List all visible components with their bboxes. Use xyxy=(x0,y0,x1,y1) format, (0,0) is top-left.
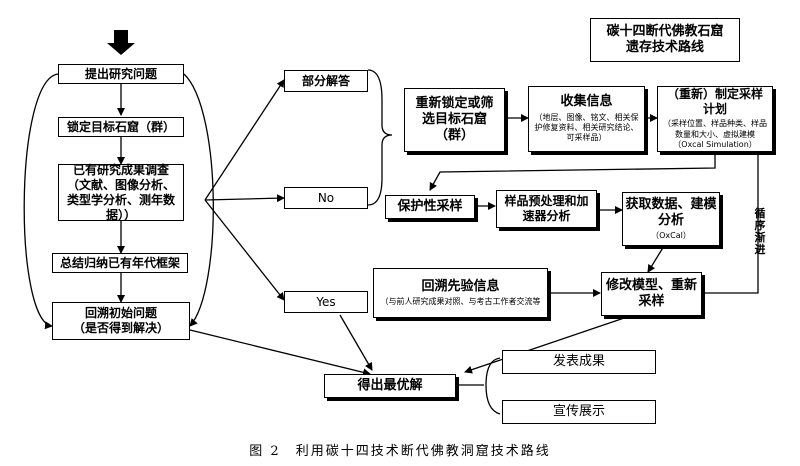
model-title: 获取数据、建模分析 xyxy=(625,196,717,228)
branch-yes-label: Yes xyxy=(316,294,336,309)
collect-detail: （地层、图像、铭文、相关保护修复资料、相关研究结论、可采样品） xyxy=(534,112,639,143)
review-detail: （与前人研究成果对照、与考古工作者交流等 xyxy=(380,296,541,306)
brace-partial-no xyxy=(367,69,393,206)
branch-partial-answer: 部分解答 xyxy=(284,70,368,92)
plan-title: （重新）制定采样计划 xyxy=(666,87,763,117)
step3-label: 已有研究成果调查（文献、图像分析、类型学分析、测年数据）） xyxy=(66,162,175,222)
outcome-bracket xyxy=(485,357,501,415)
arrow-revise-optimal xyxy=(464,315,631,374)
arrow-to-partial xyxy=(204,79,285,201)
branch-no-label: No xyxy=(317,190,335,205)
title-line2: 遗存技术路线 xyxy=(625,40,704,55)
collect-title: 收集信息 xyxy=(560,94,613,110)
step-research-survey: 已有研究成果调查（文献、图像分析、类型学分析、测年数据）） xyxy=(58,162,184,222)
model-detail: （OxCal） xyxy=(651,231,691,241)
branch-no: No xyxy=(284,187,368,209)
step4-label: 总结归纳已有年代框架 xyxy=(59,255,180,270)
pretreat-label: 样品预处理和加速器分析 xyxy=(504,194,589,223)
arrow-yes-optimal xyxy=(339,314,373,371)
box-review-prior-info: 回溯先验信息 （与前人研究成果对照、与考古工作者交流等 xyxy=(373,268,548,318)
iterate-label: 循序渐进 xyxy=(754,207,766,257)
arrow-model-revise xyxy=(647,245,665,273)
title-box: 碳十四断代佛教石窟 遗存技术路线 xyxy=(590,18,740,62)
left-loop-outer xyxy=(23,73,59,330)
box-protective-sampling: 保护性采样 xyxy=(385,195,475,219)
title-line1: 碳十四断代佛教石窟 xyxy=(606,23,724,39)
step-propose-question: 提出研究问题 xyxy=(58,64,184,84)
step1-label: 提出研究问题 xyxy=(84,66,157,81)
start-arrow-icon xyxy=(107,30,135,55)
box-relock-target: 重新锁定或筛选目标石窟（群） xyxy=(404,88,505,152)
revise-label: 修改模型、重新采样 xyxy=(606,277,698,309)
step5-line2: （是否得到解决） xyxy=(72,321,169,335)
relock-label: 重新锁定或筛选目标石窟（群） xyxy=(415,95,494,144)
step-lock-target: 锁定目标石窟（群） xyxy=(58,117,184,137)
box-optimal-solution: 得出最优解 xyxy=(324,374,456,398)
box-model-analysis: 获取数据、建模分析 （OxCal） xyxy=(622,192,720,246)
box-publish-results: 发表成果 xyxy=(502,350,656,374)
step2-label: 锁定目标石窟（群） xyxy=(66,119,175,134)
step-review-question: 回溯初始问题 （是否得到解决） xyxy=(52,302,190,340)
box-sampling-plan: （重新）制定采样计划 （采样位置、样品种类、样品数量和大小、虚拟建模（Oxcal… xyxy=(657,86,773,152)
arrow-to-yes xyxy=(204,199,285,301)
box-pretreatment: 样品预处理和加速器分析 xyxy=(496,190,597,228)
promote-label: 宣传展示 xyxy=(552,403,605,419)
figure-caption: 图 2 利用碳十四技术断代佛教洞窟技术路线 xyxy=(249,444,551,459)
protective-label: 保护性采样 xyxy=(397,198,463,214)
branch-partial-label: 部分解答 xyxy=(301,73,350,88)
box-collect-info: 收集信息 （地层、图像、铭文、相关保护修复资料、相关研究结论、可采样品） xyxy=(528,86,645,152)
publish-label: 发表成果 xyxy=(552,353,605,369)
optimal-label: 得出最优解 xyxy=(357,377,423,393)
branch-yes: Yes xyxy=(284,291,368,313)
step5-line1: 回溯初始问题 xyxy=(84,306,157,320)
step-summarize-framework: 总结归纳已有年代框架 xyxy=(52,253,188,273)
arrow-plan-protective xyxy=(429,153,716,191)
arrow-to-no xyxy=(204,194,285,203)
box-revise-model: 修改模型、重新采样 xyxy=(601,272,702,316)
review-title: 回溯先验信息 xyxy=(421,278,500,294)
plan-detail: （采样位置、样品种类、样品数量和大小、虚拟建模（Oxcal Simulation… xyxy=(663,119,767,150)
arrow-step5-optimal xyxy=(189,329,371,377)
box-promote-display: 宣传展示 xyxy=(502,400,656,424)
arrow-revise-plan-loop xyxy=(702,145,762,294)
